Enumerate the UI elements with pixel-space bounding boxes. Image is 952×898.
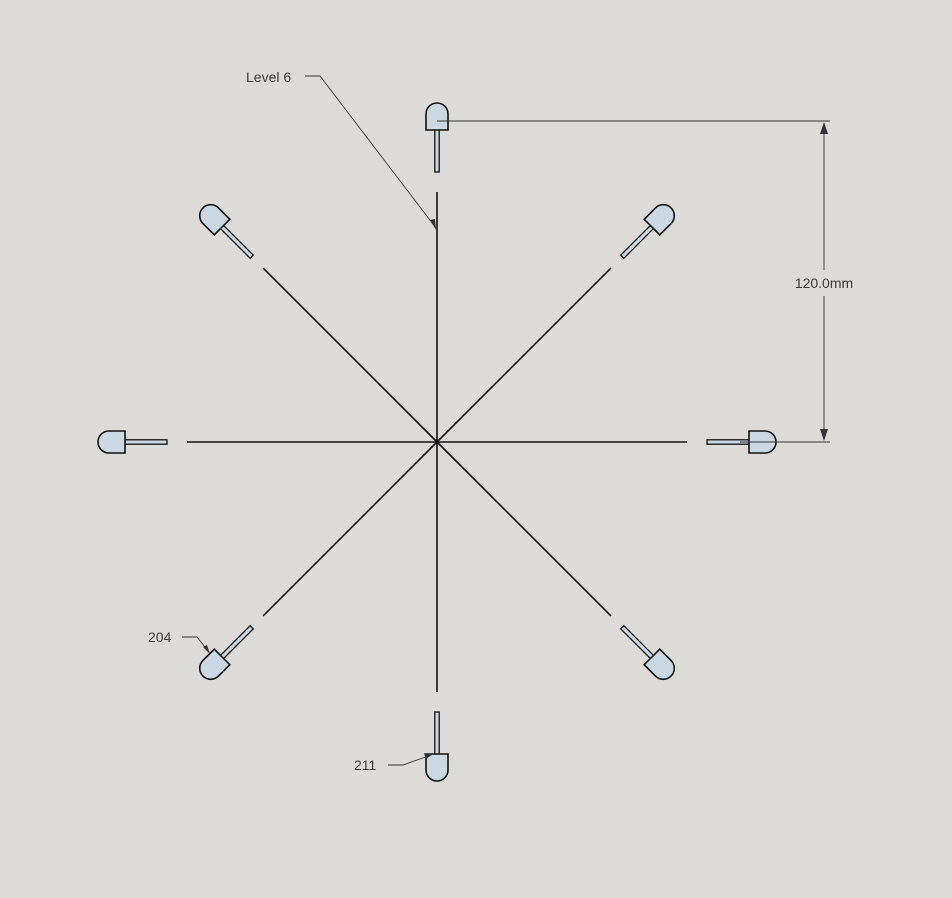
led-se-leg [619,624,656,661]
led-sw-leg [218,624,255,661]
led-s-dome [425,753,449,782]
level-label: Level 6 [246,69,291,85]
led-se-dome [643,648,676,681]
level-annotation: Level 6 [246,69,437,230]
led-sw-dome [198,648,231,681]
part-211-label: 211 [354,757,377,773]
part-204-label: 204 [148,629,172,645]
led-n-leg [434,127,440,173]
part-211-leader-arrow-icon [424,753,433,759]
led-group [97,102,777,782]
dimension-arrow-up-icon [820,122,828,134]
led-n-dome [425,102,449,131]
part-211-leader-line [388,754,432,766]
level-leader-line [305,75,437,229]
led-w [97,430,168,454]
led-sw [198,624,255,681]
led-ne-leg [619,223,656,260]
level-leader-arrow-icon [430,219,436,230]
led-nw-leg [218,223,255,260]
led-sw-wire [262,441,438,617]
led-ne-dome [643,203,676,236]
part-204-leader-line [182,636,210,653]
led-ne [619,203,676,260]
dimension-label: 120.0mm [795,275,853,291]
led-ne-wire [436,267,612,443]
wire-group [187,192,687,692]
led-n [425,102,449,173]
part-204-annotation: 204 [148,629,210,654]
led-nw-dome [198,203,231,236]
part-204-leader-arrow-icon [203,645,210,654]
part-211-annotation: 211 [354,753,433,773]
led-w-leg [122,439,168,445]
led-w-dome [97,430,126,454]
led-s-leg [434,711,440,757]
dimension-group: 120.0mm [437,120,853,443]
led-s [425,711,449,782]
dimension-arrow-down-icon [820,429,828,441]
led-se [619,624,676,681]
led-nw-wire [262,267,438,443]
led-se-wire [436,441,612,617]
led-nw [198,203,255,260]
